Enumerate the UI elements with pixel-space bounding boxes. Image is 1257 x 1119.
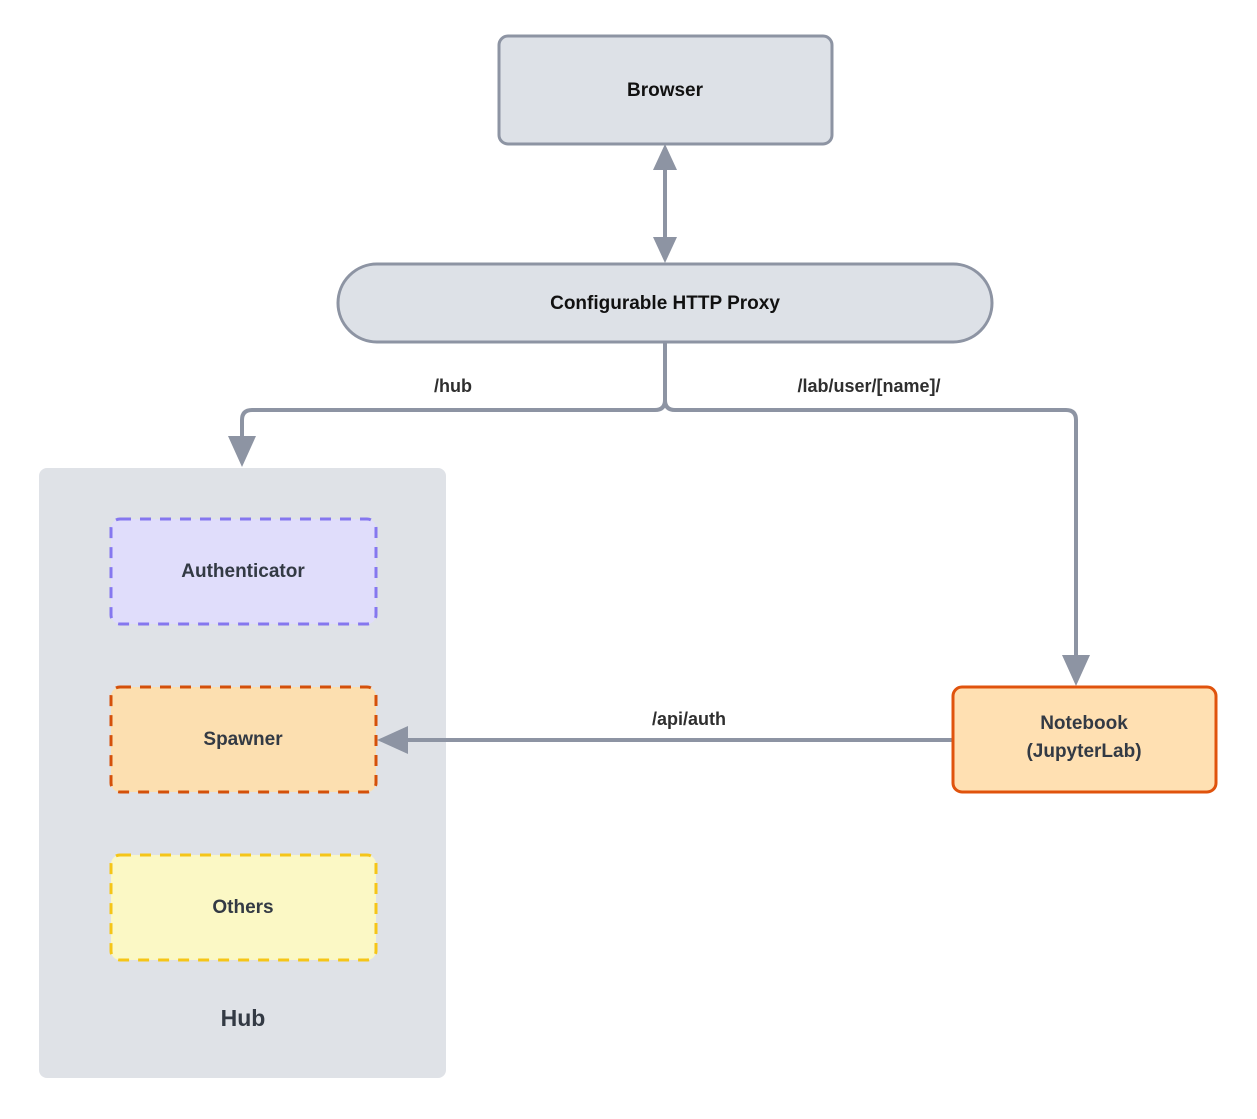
edge-browser-proxy-arrowhead-down <box>653 237 677 263</box>
others-label: Others <box>212 897 273 918</box>
node-others[interactable]: Others <box>109 853 378 962</box>
node-browser[interactable]: Browser <box>497 34 834 146</box>
browser-label: Browser <box>627 80 704 101</box>
authenticator-box <box>109 517 378 626</box>
notebook-label-line2: (JupyterLab) <box>1026 741 1141 762</box>
edge-proxy-notebook[interactable]: /lab/user/[name]/ <box>663 343 1090 686</box>
edge-proxy-notebook-arrowhead <box>1062 655 1090 686</box>
edge-label-api-auth: /api/auth <box>652 709 726 729</box>
spawner-label: Spawner <box>203 729 283 750</box>
edge-notebook-spawner[interactable]: /api/auth <box>377 709 952 754</box>
edge-browser-proxy[interactable] <box>653 144 677 263</box>
proxy-label: Configurable HTTP Proxy <box>550 293 780 314</box>
node-notebook[interactable]: Notebook (JupyterLab) <box>951 685 1218 794</box>
node-spawner[interactable]: Spawner <box>109 685 378 794</box>
edge-label-hub: /hub <box>434 376 472 396</box>
edge-label-lab-user: /lab/user/[name]/ <box>797 376 940 396</box>
notebook-label-line1: Notebook <box>1040 713 1128 734</box>
hub-group-label: Hub <box>221 1005 266 1031</box>
edge-proxy-hub-arrowhead <box>228 436 256 467</box>
edge-browser-proxy-arrowhead-up <box>653 144 677 170</box>
node-authenticator[interactable]: Authenticator <box>109 517 378 626</box>
node-configurable-http-proxy[interactable]: Configurable HTTP Proxy <box>336 262 994 344</box>
proxy-box <box>336 262 994 344</box>
notebook-box <box>951 685 1218 794</box>
edge-proxy-notebook-line <box>663 343 1078 662</box>
authenticator-label: Authenticator <box>181 561 305 582</box>
browser-box <box>497 34 834 146</box>
edge-proxy-hub[interactable]: /hub <box>228 343 667 467</box>
others-box <box>109 853 378 962</box>
spawner-box <box>109 685 378 794</box>
edge-notebook-spawner-arrowhead <box>377 726 408 754</box>
